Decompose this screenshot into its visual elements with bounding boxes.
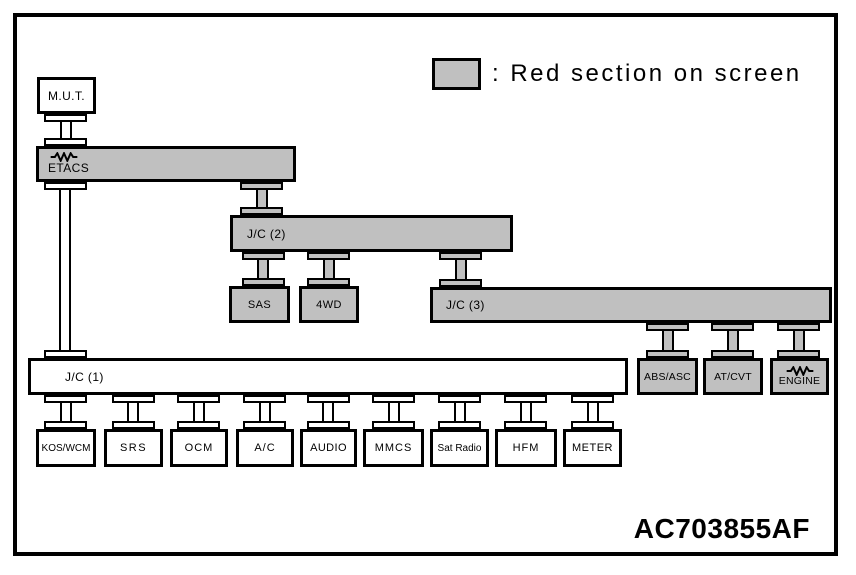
connector-flange	[177, 395, 220, 403]
node-srs: SRS	[104, 429, 163, 467]
node-meter: METER	[563, 429, 622, 467]
connector-flange	[571, 395, 614, 403]
node-jc3: J/C (3)	[430, 287, 832, 323]
node-engine-label: ENGINE	[778, 374, 821, 387]
connector-stem	[520, 401, 532, 423]
connector-stem	[793, 329, 805, 352]
node-4wd-label: 4WD	[316, 298, 342, 311]
connector-stem	[60, 401, 72, 423]
connector-flange	[571, 421, 614, 429]
connector-stem	[127, 401, 139, 423]
connector-stem	[256, 188, 268, 210]
node-jc2-label: J/C (2)	[247, 226, 286, 241]
connector-flange	[438, 395, 481, 403]
connector-flange	[242, 252, 285, 260]
connector-flange	[504, 395, 547, 403]
connector-flange	[243, 395, 286, 403]
connector-flange	[372, 395, 415, 403]
node-jc1-label: J/C (1)	[65, 369, 104, 384]
connector-flange	[307, 395, 350, 403]
node-mut: M.U.T.	[37, 77, 96, 114]
node-sat-radio-label: Sat Radio	[437, 442, 482, 454]
node-kos-wcm-label: KOS/WCM	[41, 442, 91, 454]
connector-flange	[646, 350, 689, 358]
connector-stem	[60, 120, 72, 140]
diagram-frame	[13, 13, 838, 556]
figure-code: AC703855AF	[633, 513, 810, 544]
connector-flange	[44, 350, 87, 358]
connector-stem	[257, 258, 269, 280]
connector-flange	[307, 252, 350, 260]
connector-stem	[454, 401, 466, 423]
node-jc3-label: J/C (3)	[446, 298, 485, 312]
connector-flange	[44, 421, 87, 429]
node-mmcs-label: MMCS	[374, 442, 413, 454]
resistor-icon	[786, 365, 813, 376]
node-kos-wcm: KOS/WCM	[36, 429, 96, 467]
connector-stem	[587, 401, 599, 423]
connector-flange	[44, 182, 87, 190]
resistor-icon	[50, 152, 78, 163]
node-srs-label: SRS	[119, 442, 148, 454]
connector-stem	[388, 401, 400, 423]
connector-flange	[44, 395, 87, 403]
connector-flange	[777, 323, 820, 331]
connector-stem	[323, 258, 335, 280]
connector-stem	[455, 258, 467, 281]
node-mmcs: MMCS	[363, 429, 424, 467]
node-ocm-label: OCM	[184, 442, 214, 454]
connector-flange	[177, 421, 220, 429]
connector-flange	[711, 323, 754, 331]
connector-stem	[259, 401, 271, 423]
node-abs-asc-label: ABS/ASC	[644, 370, 691, 383]
connector-stem	[322, 401, 334, 423]
node-etacs: ETACS	[36, 146, 296, 182]
node-meter-label: METER	[572, 442, 613, 454]
node-ocm: OCM	[170, 429, 228, 467]
node-ac: A/C	[236, 429, 294, 467]
connector-flange	[372, 421, 415, 429]
node-jc2: J/C (2)	[230, 215, 513, 252]
legend-gray-swatch	[432, 58, 481, 90]
connector-flange	[438, 421, 481, 429]
connector-flange	[240, 182, 283, 190]
node-hfm: HFM	[495, 429, 557, 467]
connector-flange	[711, 350, 754, 358]
connector-stem	[193, 401, 205, 423]
connector-stem	[59, 188, 71, 352]
node-ac-label: A/C	[254, 442, 276, 454]
connector-flange	[44, 114, 87, 122]
node-sat-radio: Sat Radio	[430, 429, 489, 467]
connector-flange	[777, 350, 820, 358]
node-mut-label: M.U.T.	[47, 88, 86, 103]
connector-flange	[504, 421, 547, 429]
connector-flange	[307, 421, 350, 429]
connector-flange	[439, 252, 482, 260]
node-at-cvt-label: AT/CVT	[714, 370, 752, 383]
connector-flange	[307, 278, 350, 286]
node-sas: SAS	[229, 286, 290, 323]
node-audio-label: AUDIO	[310, 442, 347, 454]
connector-flange	[112, 395, 155, 403]
node-jc1: J/C (1)	[28, 358, 628, 395]
node-hfm-label: HFM	[512, 442, 540, 454]
node-4wd: 4WD	[299, 286, 359, 323]
connector-stem	[727, 329, 739, 352]
legend-label: : Red section on screen	[492, 60, 802, 87]
connector-flange	[242, 278, 285, 286]
connector-flange	[646, 323, 689, 331]
connector-flange	[112, 421, 155, 429]
connector-flange	[44, 138, 87, 146]
node-sas-label: SAS	[247, 298, 272, 311]
node-engine: ENGINE	[770, 358, 829, 395]
node-audio: AUDIO	[300, 429, 357, 467]
connector-stem	[662, 329, 674, 352]
node-abs-asc: ABS/ASC	[637, 358, 698, 395]
connector-flange	[243, 421, 286, 429]
node-etacs-label: ETACS	[48, 161, 90, 176]
connector-flange	[439, 279, 482, 287]
node-at-cvt: AT/CVT	[703, 358, 763, 395]
connector-flange	[240, 207, 283, 215]
